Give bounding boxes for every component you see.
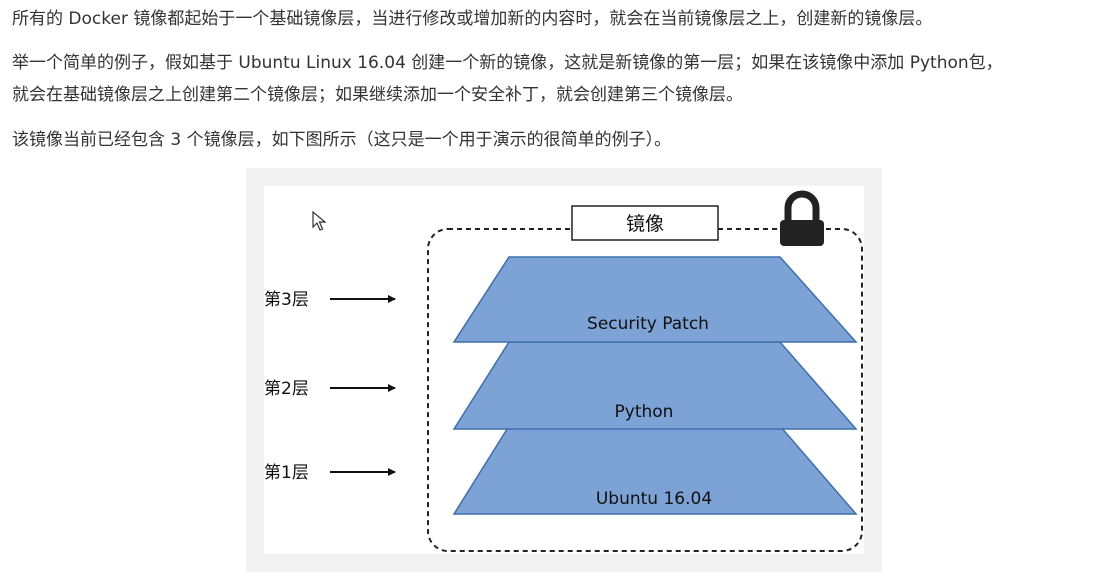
- paragraph-example: 举一个简单的例子，假如基于 Ubuntu Linux 16.04 创建一个新的镜…: [12, 47, 1003, 111]
- paragraph-intro: 所有的 Docker 镜像都起始于一个基础镜像层，当进行修改或增加新的内容时，就…: [12, 9, 933, 29]
- layer-1: Ubuntu 16.04: [452, 425, 858, 515]
- image-label-box: [571, 205, 719, 241]
- layer-2-name: Python: [615, 402, 674, 422]
- level-label-1: 第1层: [264, 463, 309, 483]
- level-label-3: 第3层: [264, 290, 309, 310]
- layer-2: Python: [452, 341, 858, 430]
- mouse-cursor-icon: [312, 211, 327, 231]
- layer-1-name: Ubuntu 16.04: [596, 489, 712, 509]
- image-layers-figure: 镜像 Ubuntu 16.04 Python Security Patch: [246, 168, 882, 572]
- level-label-2: 第2层: [264, 379, 309, 399]
- layer-3-name: Security Patch: [587, 314, 709, 334]
- paragraph-summary: 该镜像当前已经包含 3 个镜像层，如下图所示（这只是一个用于演示的很简单的例子）…: [12, 130, 672, 150]
- layer-3: Security Patch: [452, 256, 858, 343]
- layers-diagram-svg: 镜像 Ubuntu 16.04 Python Security Patch: [264, 190, 863, 552]
- paragraph-example-line-2: 就会在基础镜像层之上创建第二个镜像层；如果继续添加一个安全补丁，就会创建第三个镜…: [12, 85, 743, 105]
- image-label: 镜像: [626, 213, 664, 235]
- paragraph-example-line-1: 举一个简单的例子，假如基于 Ubuntu Linux 16.04 创建一个新的镜…: [12, 53, 1003, 73]
- figure-canvas: 镜像 Ubuntu 16.04 Python Security Patch: [264, 186, 864, 554]
- lock-icon: [780, 190, 824, 246]
